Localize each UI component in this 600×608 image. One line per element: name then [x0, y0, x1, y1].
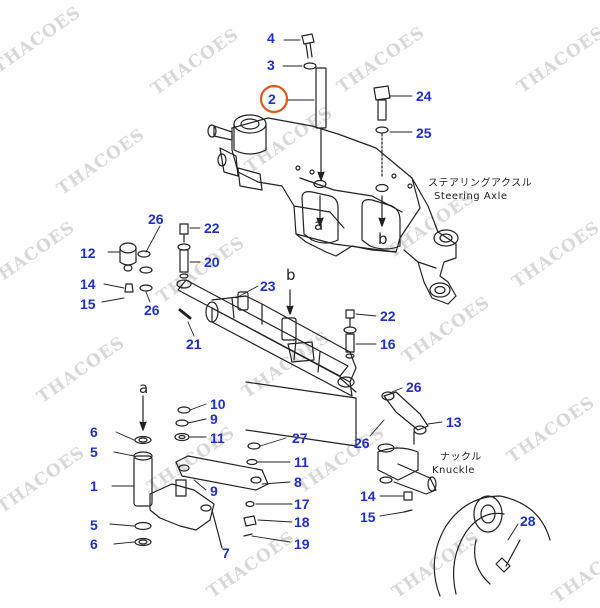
- callout-4: 4: [267, 30, 275, 46]
- callout-19: 19: [294, 536, 310, 552]
- callout-24: 24: [416, 88, 432, 104]
- callout-23: 23: [260, 278, 276, 294]
- callout-25: 25: [416, 125, 432, 141]
- callout-14: 14: [360, 488, 376, 504]
- callout-11: 11: [294, 454, 309, 470]
- callout-17: 17: [294, 496, 310, 512]
- callout-5: 5: [90, 444, 98, 460]
- rod-end-part-12: [119, 242, 153, 293]
- bolt-part-24: [373, 85, 391, 227]
- callout-15: 15: [80, 296, 96, 312]
- callout-27: 27: [292, 430, 308, 446]
- callout-9: 9: [210, 483, 218, 499]
- ref-letter-b: b: [378, 230, 388, 248]
- grease-fitting-part-16: [343, 309, 357, 359]
- callout-12: 12: [80, 245, 96, 261]
- ref-letter-a: a: [314, 216, 324, 234]
- callout-3: 3: [267, 57, 275, 73]
- callout-26: 26: [354, 435, 370, 451]
- callout-20: 20: [204, 254, 220, 270]
- steering-axle-label-jp: ステアリングアクスル: [428, 178, 533, 189]
- steering-axle-frame: [207, 114, 459, 305]
- shim-stack: [174, 406, 191, 442]
- pin-part-21: [178, 308, 192, 320]
- callout-22: 22: [204, 220, 220, 236]
- bracket-part-7: [149, 479, 223, 549]
- ref-letter-a: a: [139, 379, 149, 397]
- callout-1: 1: [90, 478, 98, 494]
- callout-2: 2: [268, 91, 276, 107]
- callout-6: 6: [90, 424, 98, 440]
- callout-26: 26: [144, 302, 160, 318]
- leader-lines: [101, 39, 519, 545]
- callout-7: 7: [222, 545, 230, 561]
- callout-6: 6: [90, 536, 98, 552]
- callout-11: 11: [210, 430, 225, 446]
- callout-22: 22: [380, 308, 396, 324]
- steering-cylinder: [176, 279, 357, 397]
- callout-14: 14: [80, 276, 96, 292]
- callout-15: 15: [360, 509, 376, 525]
- callout-8: 8: [294, 474, 302, 490]
- knuckle-label-en: Knuckle: [432, 465, 475, 476]
- knuckle: [377, 391, 437, 513]
- callout-26: 26: [148, 211, 164, 227]
- pin-part-2: [315, 67, 327, 181]
- callout-13: 13: [446, 414, 462, 430]
- callout-10: 10: [210, 396, 226, 412]
- wheel-hub-part-28: [433, 495, 551, 597]
- kingpin-part-1: [133, 395, 153, 547]
- knuckle-label-jp: ナックル: [440, 452, 482, 463]
- callout-16: 16: [380, 336, 396, 352]
- grease-fitting-part-22: [177, 223, 191, 279]
- fastener-stack: [243, 381, 357, 537]
- callout-28: 28: [520, 513, 536, 529]
- bolt-part-4: [301, 33, 317, 70]
- ref-letter-b: b: [286, 266, 296, 284]
- callout-18: 18: [294, 514, 310, 530]
- callout-5: 5: [90, 517, 98, 533]
- callout-26: 26: [406, 379, 422, 395]
- plate-part-8: [175, 455, 269, 491]
- steering-axle-label-en: Steering Axle: [434, 191, 508, 202]
- callout-21: 21: [186, 336, 202, 352]
- callout-9: 9: [210, 411, 218, 427]
- highlight-circle: [259, 84, 289, 114]
